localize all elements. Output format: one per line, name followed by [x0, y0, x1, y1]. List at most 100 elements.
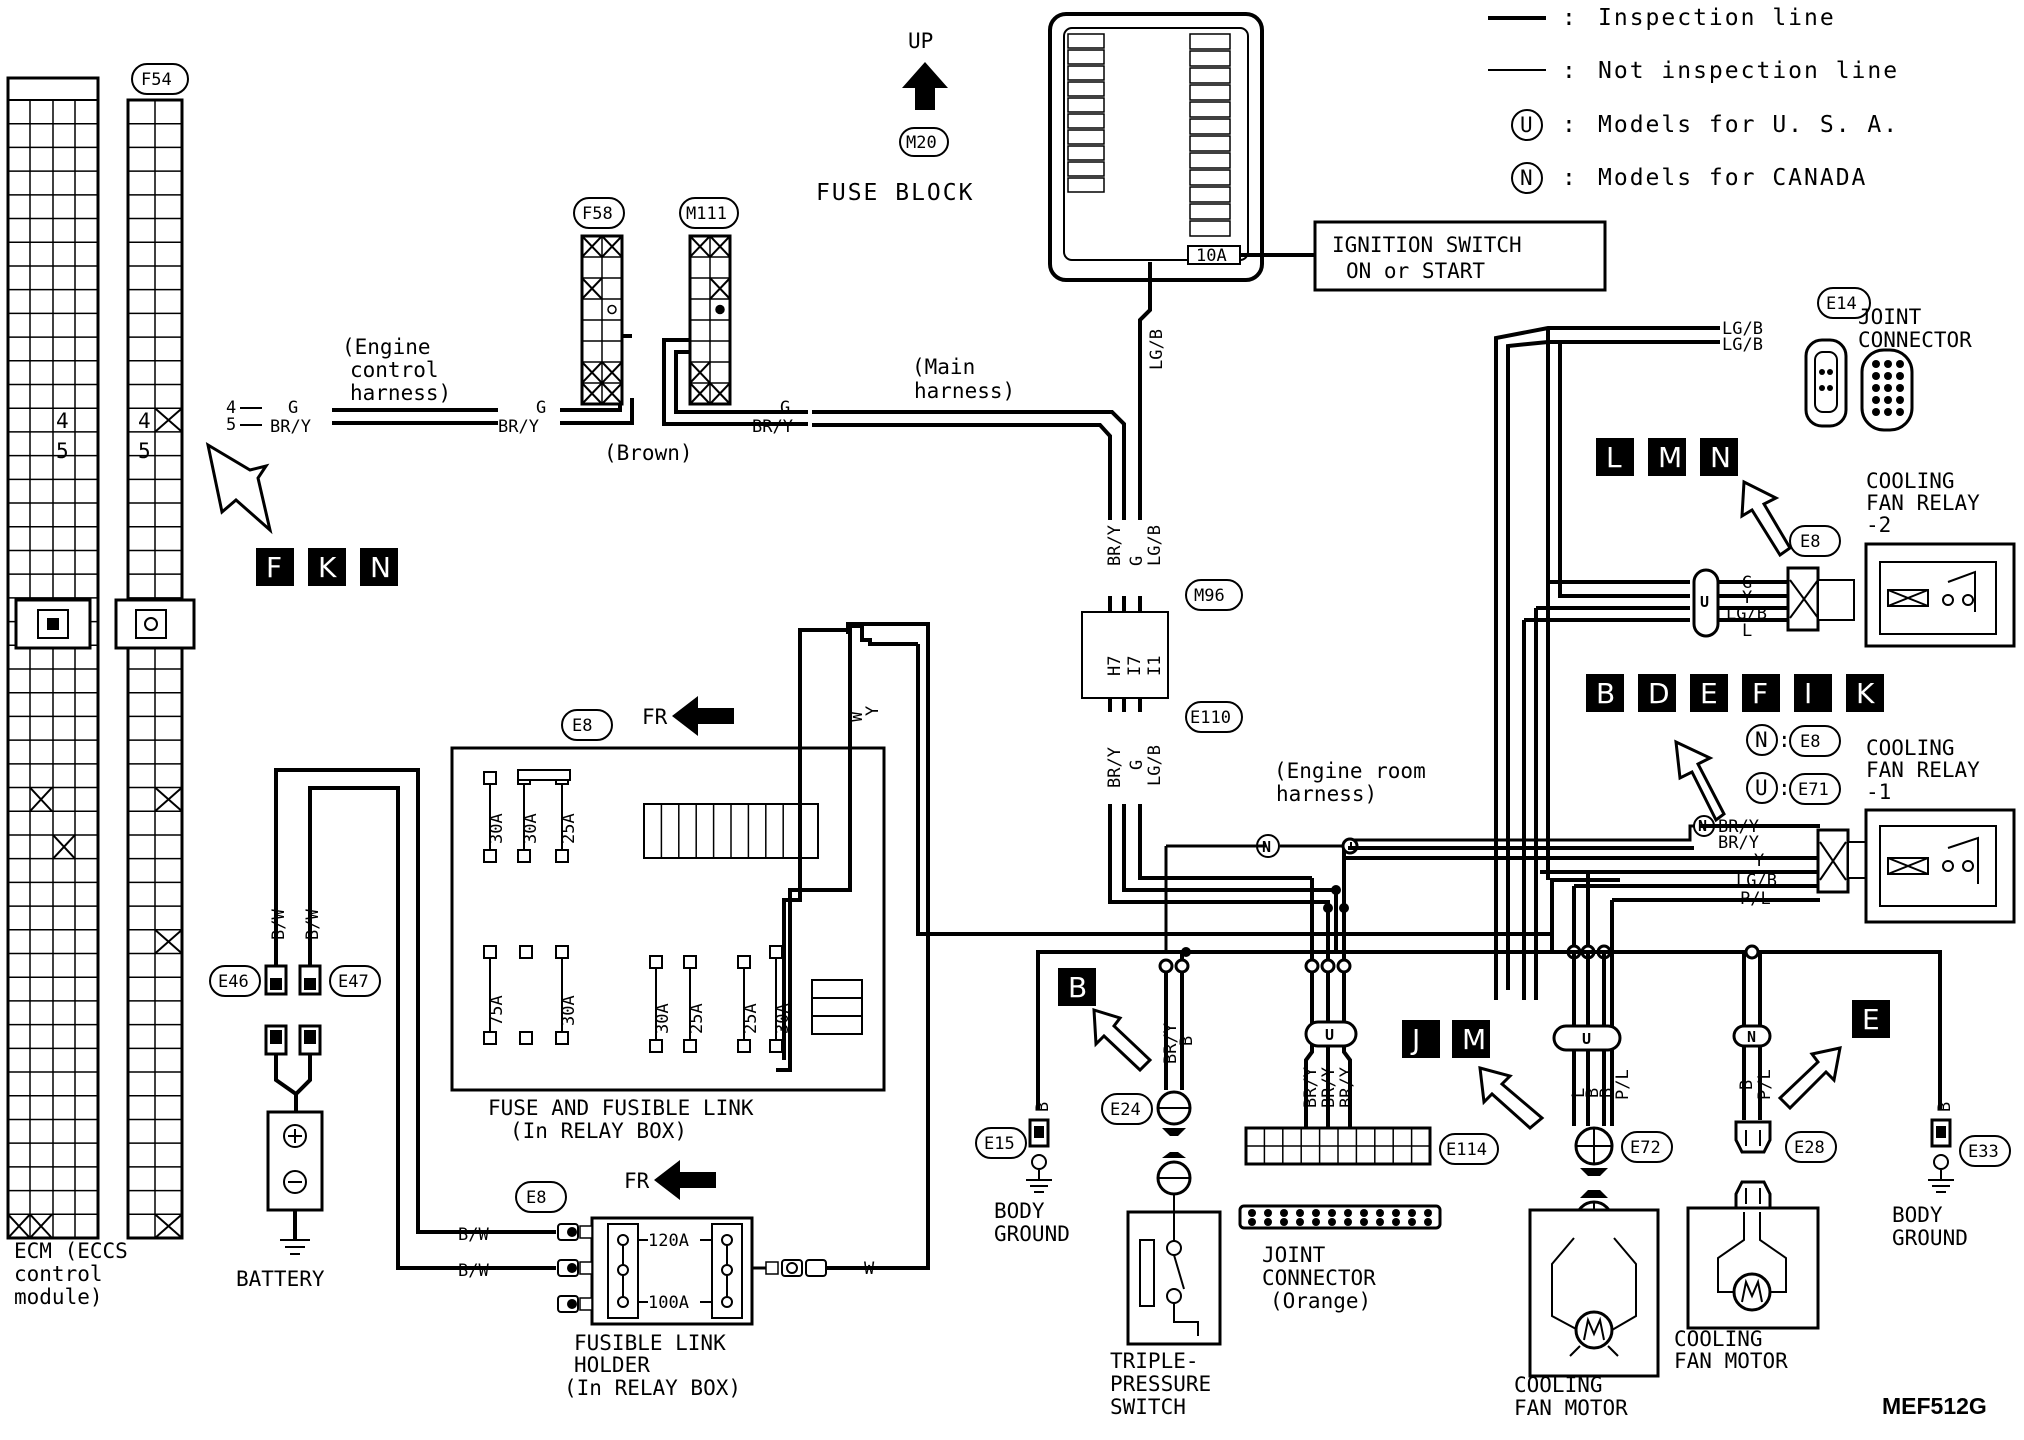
svg-text:FAN RELAY: FAN RELAY: [1866, 758, 1980, 782]
connector-f54: F54: [141, 70, 172, 90]
svg-text:FAN MOTOR: FAN MOTOR: [1674, 1349, 1788, 1373]
up-arrow-icon: UP: [902, 29, 948, 110]
svg-text:HOLDER: HOLDER: [574, 1353, 650, 1377]
svg-text::: :: [1562, 58, 1578, 84]
svg-text:B: B: [1033, 1102, 1053, 1112]
svg-text:U: U: [1325, 1026, 1334, 1044]
svg-text:BR/Y: BR/Y: [1337, 1067, 1357, 1108]
connector-e8-relaybox: E8: [572, 716, 592, 736]
svg-text:CONNECTOR: CONNECTOR: [1858, 328, 1972, 352]
svg-text::: :: [1562, 112, 1578, 138]
svg-text:4: 4: [56, 409, 69, 433]
svg-text:FR: FR: [624, 1169, 650, 1193]
cooling-fan-relay-2-label: COOLING: [1866, 469, 1955, 493]
svg-text:B/W: B/W: [458, 1261, 489, 1281]
fr-arrow-icon: FR: [642, 696, 734, 736]
svg-text:25A: 25A: [559, 813, 579, 844]
svg-text:Y: Y: [1742, 588, 1752, 608]
svg-text:P/L: P/L: [1755, 1069, 1775, 1100]
svg-text:M: M: [1658, 441, 1682, 474]
svg-text:G: G: [1127, 760, 1147, 770]
svg-text:BR/Y: BR/Y: [1319, 1067, 1339, 1108]
svg-text:30A: 30A: [559, 995, 579, 1026]
svg-text:-1: -1: [1866, 780, 1891, 804]
svg-text:B: B: [1935, 1102, 1955, 1112]
svg-text:30A: 30A: [521, 813, 541, 844]
section-ref-n: [360, 548, 398, 586]
svg-text:BR/Y: BR/Y: [752, 417, 793, 437]
svg-text:M: M: [1462, 1023, 1486, 1056]
connector-e46: E46: [218, 972, 249, 992]
triple-pressure-switch-label: TRIPLE-: [1110, 1349, 1199, 1373]
svg-text:BR/Y: BR/Y: [1301, 1067, 1321, 1108]
svg-text:I1: I1: [1145, 656, 1165, 676]
connector-e114: E114: [1446, 1140, 1487, 1160]
svg-text:30A: 30A: [653, 1003, 673, 1034]
svg-text:Y: Y: [863, 706, 883, 716]
svg-text:25A: 25A: [687, 1003, 707, 1034]
svg-text:K: K: [1856, 677, 1875, 710]
svg-text:25A: 25A: [741, 1003, 761, 1034]
svg-text:N: N: [370, 551, 391, 584]
section-ref-k: [1846, 674, 1884, 712]
svg-text:LG/B: LG/B: [1726, 604, 1767, 624]
battery-icon: [266, 1110, 324, 1255]
svg-text:harness): harness): [914, 379, 1015, 403]
connector-m20: M20: [906, 133, 937, 153]
svg-text:N: N: [1520, 166, 1533, 190]
svg-text:J: J: [1410, 1023, 1420, 1056]
fr-arrow-icon: FR: [624, 1160, 716, 1200]
body-ground-e15: [1026, 1118, 1052, 1193]
fuse-120a: 120A: [648, 1231, 689, 1251]
joint-connector-orange-label: JOINT: [1262, 1243, 1326, 1267]
svg-text:N: N: [1698, 817, 1707, 835]
triple-pressure-switch: [1126, 1090, 1222, 1346]
svg-text:E: E: [1700, 677, 1718, 710]
battery-connectors: [264, 964, 322, 1056]
svg-text:W: W: [847, 711, 867, 722]
svg-text:G: G: [1742, 573, 1752, 593]
connector-m111: M111: [686, 204, 727, 224]
svg-text:B: B: [1583, 1088, 1603, 1098]
svg-text:30A: 30A: [487, 813, 507, 844]
svg-text:G: G: [536, 398, 546, 418]
ignition-switch-box: [1313, 220, 1607, 292]
ignition-switch-label: IGNITION SWITCH: [1332, 233, 1522, 257]
svg-text:LG/B: LG/B: [1145, 745, 1165, 786]
svg-text:(In RELAY BOX): (In RELAY BOX): [564, 1376, 741, 1400]
connector-e8-relay2: E8: [1800, 532, 1820, 552]
svg-text:module): module): [14, 1285, 103, 1309]
svg-text:BR/Y: BR/Y: [498, 417, 539, 437]
svg-text:F: F: [266, 551, 282, 584]
m96-e110-connector: [1081, 596, 1169, 712]
svg-text:control: control: [350, 358, 439, 382]
svg-text::: :: [1778, 728, 1791, 752]
svg-text:G: G: [780, 398, 790, 418]
connector-e28: E28: [1794, 1138, 1825, 1158]
figure-id: MEF512G: [1882, 1393, 1987, 1419]
svg-text:LG/B: LG/B: [1147, 329, 1167, 370]
svg-text:BR/Y: BR/Y: [1718, 833, 1759, 853]
legend-canada: Models for CANADA: [1598, 165, 1867, 191]
svg-text::: :: [1778, 776, 1791, 800]
section-ref-e: [1852, 1000, 1890, 1038]
section-ref-b: B: [1058, 968, 1096, 1006]
svg-text:LG/B: LG/B: [1145, 525, 1165, 566]
section-ref-l: [1596, 438, 1634, 476]
section-ref-f: [256, 548, 294, 586]
main-harness: (Main: [912, 355, 975, 379]
svg-text:FR: FR: [642, 705, 668, 729]
svg-text:FAN RELAY: FAN RELAY: [1866, 491, 1980, 515]
fuse-block-label: FUSE BLOCK: [816, 180, 974, 206]
svg-text:B: B: [1737, 1080, 1757, 1090]
engine-control-harness: (Engine: [342, 335, 431, 359]
svg-text:5: 5: [138, 439, 151, 463]
cooling-fan-motor-2: [1686, 1120, 1820, 1330]
svg-text:Y: Y: [1754, 851, 1764, 871]
svg-text:LG/B: LG/B: [1722, 335, 1763, 355]
section-ref-b: [1586, 674, 1624, 712]
connector-e71: E71: [1798, 780, 1829, 800]
